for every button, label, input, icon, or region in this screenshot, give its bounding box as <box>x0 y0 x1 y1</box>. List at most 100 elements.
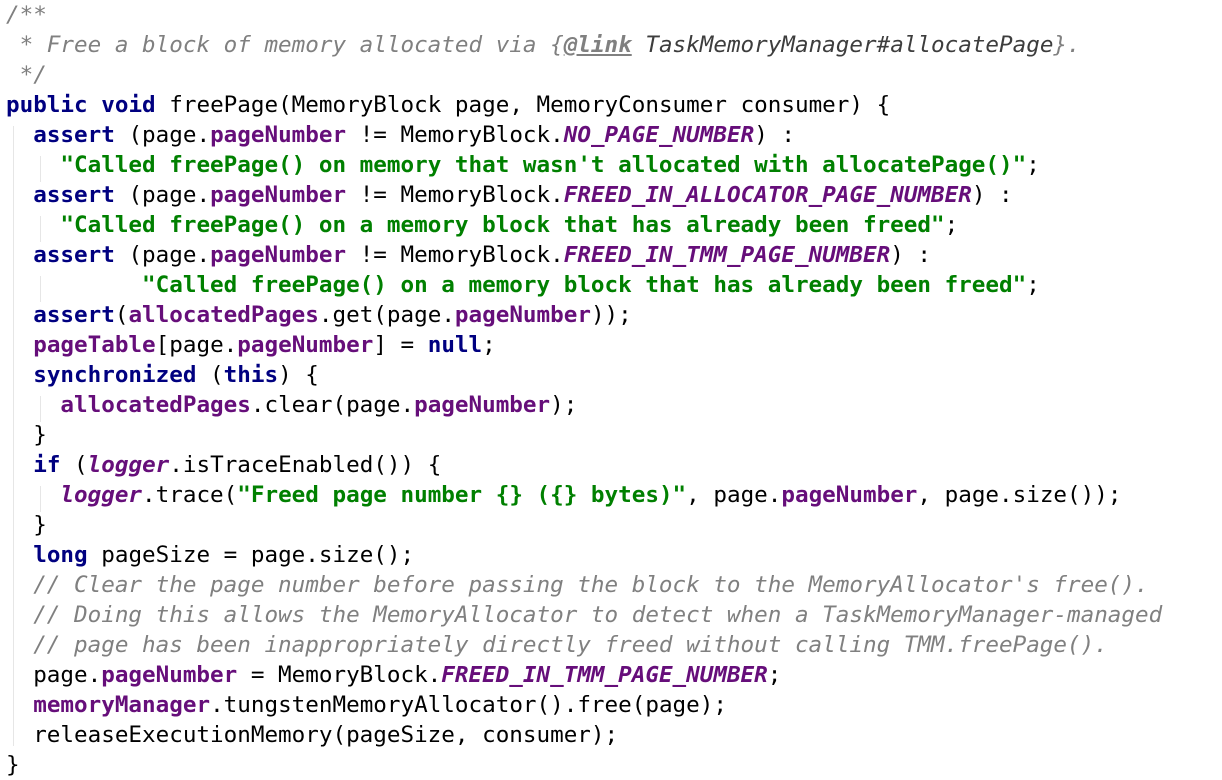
token-text: ( <box>114 302 129 328</box>
token-text: .clear(page. <box>250 392 415 418</box>
token-text <box>6 122 33 148</box>
token-static-field: logger <box>87 452 170 478</box>
token-doc-reference: TaskMemoryManager#allocatePage <box>645 32 1054 58</box>
token-keyword: assert <box>33 242 115 268</box>
token-text: ( <box>196 362 224 388</box>
code-line: "Called freePage() on a memory block tha… <box>6 210 958 240</box>
token-field: pageTable <box>33 332 156 358</box>
token-text: } <box>6 752 20 778</box>
token-field: pageNumber <box>101 662 238 688</box>
token-text: ) { <box>278 362 319 388</box>
token-text: (page. <box>114 182 211 208</box>
token-keyword: synchronized <box>33 362 197 388</box>
token-field: pageNumber <box>210 182 347 208</box>
token-text <box>6 242 33 268</box>
token-text: page. <box>6 662 102 688</box>
token-doc-comment <box>632 32 646 58</box>
token-text <box>6 272 142 298</box>
token-text: } <box>6 422 47 448</box>
token-field: pageNumber <box>781 482 918 508</box>
code-line: } <box>6 510 47 540</box>
code-line: if (logger.isTraceEnabled()) { <box>6 450 441 480</box>
token-text: [page. <box>155 332 238 358</box>
token-doc-comment: */ <box>6 62 47 88</box>
token-comment: // page has been inappropriately directl… <box>6 632 1108 658</box>
token-text: != MemoryBlock. <box>346 242 564 268</box>
code-line: page.pageNumber = MemoryBlock.FREED_IN_T… <box>6 660 781 690</box>
token-text: ( <box>60 452 88 478</box>
token-text: releaseExecutionMemory(pageSize, consume… <box>6 722 619 748</box>
token-field: allocatedPages <box>128 302 319 328</box>
token-text <box>6 302 33 328</box>
token-text: freePage(MemoryBlock page, MemoryConsume… <box>155 92 891 118</box>
token-text: ; <box>944 212 959 238</box>
code-line: assert (page.pageNumber != MemoryBlock.F… <box>6 240 931 270</box>
code-line: "Called freePage() on memory that wasn't… <box>6 150 1039 180</box>
indent-guide-if <box>40 486 41 512</box>
token-text <box>6 362 33 388</box>
indent-guide-assert-1 <box>40 156 41 182</box>
token-string-literal: "Called freePage() on a memory block tha… <box>60 212 945 238</box>
token-string-literal: "Called freePage() on a memory block tha… <box>142 272 1027 298</box>
token-text: .tungstenMemoryAllocator().free(page); <box>210 692 727 718</box>
token-text: , page.size()); <box>917 482 1122 508</box>
token-comment: // Doing this allows the MemoryAllocator… <box>6 602 1163 628</box>
code-line: synchronized (this) { <box>6 360 319 390</box>
code-line: long pageSize = page.size(); <box>6 540 414 570</box>
token-field: pageNumber <box>210 122 347 148</box>
token-keyword: null <box>427 332 483 358</box>
token-text <box>6 152 60 178</box>
code-line: assert (page.pageNumber != MemoryBlock.F… <box>6 180 1012 210</box>
token-text: pageSize = page.size(); <box>87 542 415 568</box>
token-constant: FREED_IN_TMM_PAGE_NUMBER <box>441 662 768 688</box>
token-string-literal: "Freed page number {} ({} bytes)" <box>237 482 687 508</box>
token-text: )); <box>590 302 632 328</box>
token-text <box>6 332 33 358</box>
token-text: != MemoryBlock. <box>346 122 564 148</box>
token-doc-comment: }. <box>1053 32 1081 58</box>
code-line: assert(allocatedPages.get(page.pageNumbe… <box>6 300 632 330</box>
token-text: ; <box>1026 272 1040 298</box>
token-text: .trace( <box>142 482 238 508</box>
token-text <box>88 92 102 118</box>
token-text: ); <box>550 392 578 418</box>
token-doc-tag: @link <box>563 32 632 58</box>
token-string-literal: "Called freePage() on memory that wasn't… <box>60 152 1027 178</box>
code-line: /** <box>6 0 47 30</box>
token-text: .get(page. <box>318 302 455 328</box>
token-text <box>6 392 60 418</box>
token-text: ) : <box>890 242 932 268</box>
token-keyword: assert <box>33 122 115 148</box>
code-line: // Clear the page number before passing … <box>6 570 1149 600</box>
code-line: * Free a block of memory allocated via {… <box>6 30 1081 60</box>
token-keyword: if <box>33 452 61 478</box>
token-text <box>6 542 33 568</box>
code-line: // Doing this allows the MemoryAllocator… <box>6 600 1162 630</box>
token-static-field: logger <box>60 482 143 508</box>
token-keyword: assert <box>33 302 115 328</box>
token-keyword: void <box>101 92 156 118</box>
token-text: } <box>6 512 47 538</box>
code-line: */ <box>6 60 47 90</box>
token-keyword: long <box>33 542 88 568</box>
token-doc-comment: /** <box>6 2 47 28</box>
token-constant: FREED_IN_ALLOCATOR_PAGE_NUMBER <box>563 182 972 208</box>
token-constant: NO_PAGE_NUMBER <box>563 122 755 148</box>
token-text <box>6 482 60 508</box>
indent-guide-method <box>13 126 14 746</box>
token-text <box>6 452 33 478</box>
token-text: , page. <box>686 482 782 508</box>
token-keyword: assert <box>33 182 115 208</box>
token-text: (page. <box>114 242 211 268</box>
token-text: ) : <box>754 122 795 148</box>
indent-guide-synchronized <box>40 396 41 422</box>
token-text: (page. <box>114 122 211 148</box>
token-field: pageNumber <box>454 302 591 328</box>
code-line: // page has been inappropriately directl… <box>6 630 1108 660</box>
token-doc-comment: * Free a block of memory allocated via { <box>6 32 564 58</box>
token-keyword: this <box>223 362 279 388</box>
token-comment: // Clear the page number before passing … <box>6 572 1149 598</box>
code-line: } <box>6 420 47 450</box>
token-field: pageNumber <box>414 392 551 418</box>
